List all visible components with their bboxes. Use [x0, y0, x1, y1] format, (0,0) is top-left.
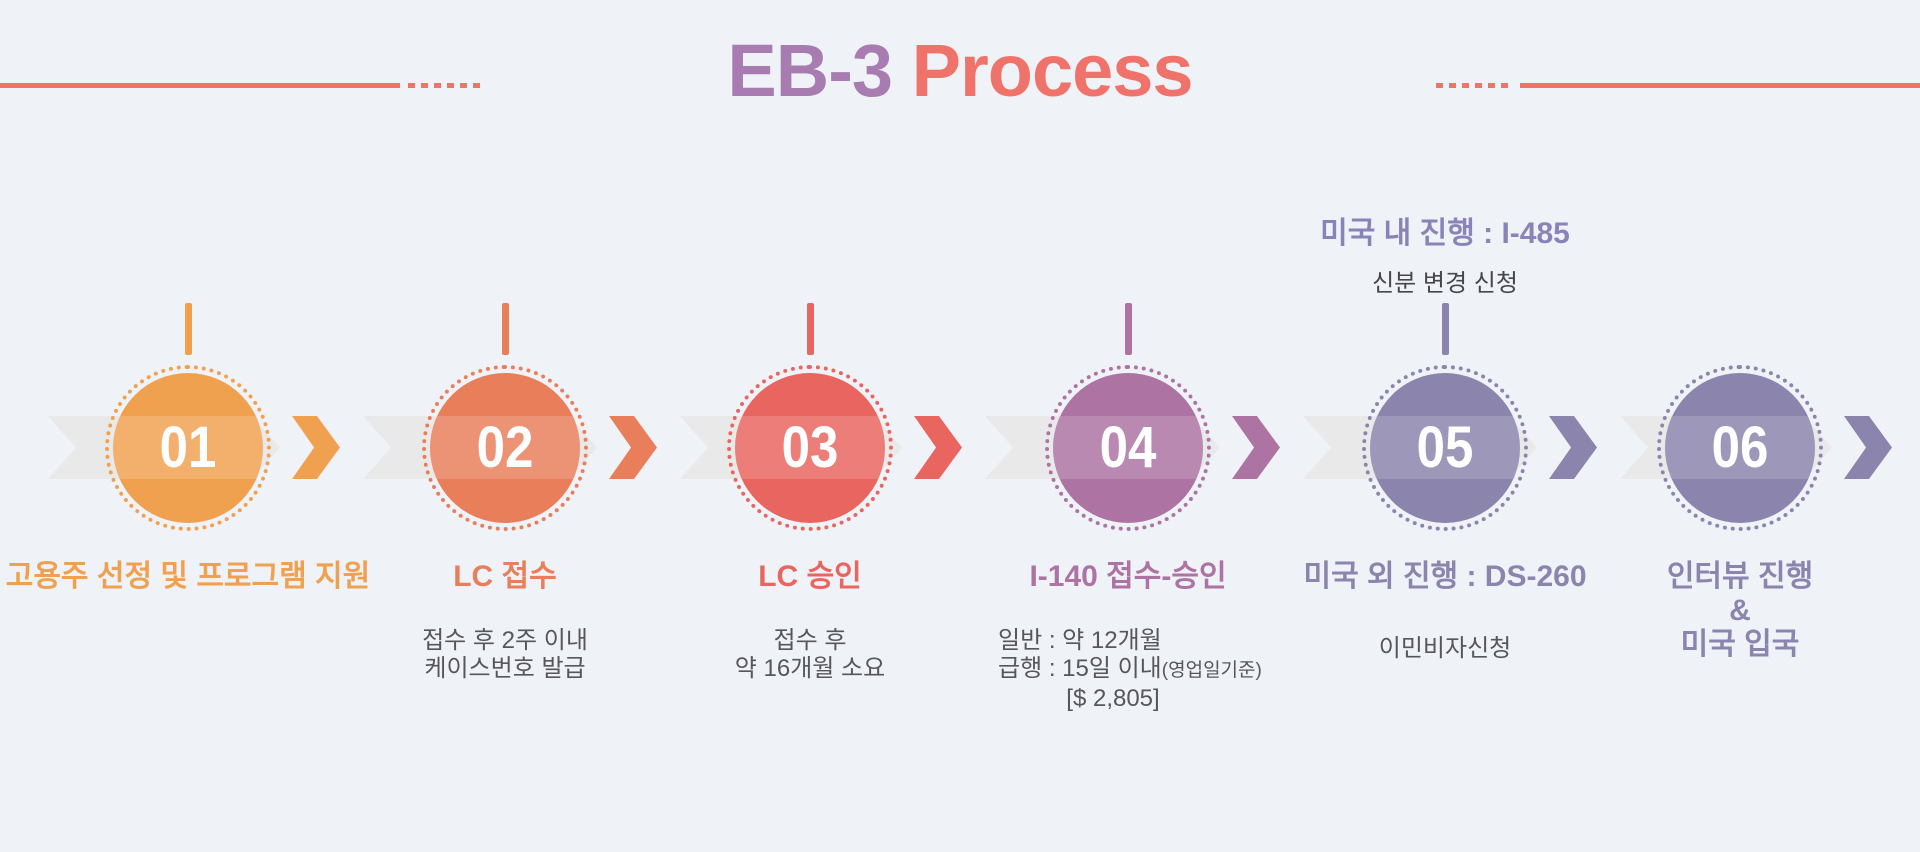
step-subtext-line: 급행 : 15일 이내(영업일기준) [998, 655, 1262, 682]
step-subtext: 접수 후 2주 이내 케이스번호 발급 [255, 627, 755, 683]
step-circle: 01 [113, 373, 263, 523]
step-circle-stripe [430, 416, 580, 479]
step-label: 미국 외 진행 : DS-260 [1303, 560, 1587, 593]
step-circle-ring [1045, 365, 1211, 531]
step-number: 04 [1099, 415, 1157, 480]
step-circle-stripe [1053, 416, 1203, 479]
step-subtext-line: 일반 : 약 12개월 [998, 627, 1162, 654]
step-circle: 06 [1665, 373, 1815, 523]
step-number: 05 [1416, 415, 1474, 480]
chevron-arrow-icon [292, 416, 340, 479]
chevron-arrow-icon [914, 416, 962, 479]
title-process: Process [911, 29, 1194, 112]
step-circle-ring [1657, 365, 1823, 531]
step-circle: 03 [735, 373, 885, 523]
step-annotation-subtitle: 신분 변경 신청 [1372, 270, 1518, 297]
step-circle: 05 [1370, 373, 1520, 523]
step-subtext-line: 약 16개월 소요 [734, 655, 886, 682]
step-circle-stripe [1665, 416, 1815, 479]
step-subtext: 일반 : 약 12개월 급행 : 15일 이내(영업일기준) [$ 2,805] [998, 627, 1268, 713]
step-circle: 02 [430, 373, 580, 523]
step-circle-stripe [1370, 416, 1520, 479]
step-number: 01 [159, 415, 217, 480]
step-label-line: & [1729, 594, 1751, 627]
step-subtext: 접수 후 약 16개월 소요 [560, 627, 1060, 683]
step-subtext-line: 이민비자신청 [1378, 635, 1512, 662]
step-label: 인터뷰 진행 & 미국 입국 [1490, 560, 1920, 662]
chevron-arrow-icon [1232, 416, 1280, 479]
step-circle-ring [422, 365, 588, 531]
decor-line-right [1520, 83, 1920, 88]
step-tick [1124, 303, 1132, 355]
step-annotation-title: 미국 내 진행 : I-485 [1320, 217, 1570, 250]
step-circle-stripe [113, 416, 263, 479]
step-circle-stripe [735, 416, 885, 479]
step-circle-ring [105, 365, 271, 531]
step-subtext-line: 케이스번호 발급 [424, 655, 586, 682]
step-fee: [$ 2,805] [1066, 685, 1160, 712]
step-label: I-140 접수-승인 [1029, 560, 1227, 593]
step-label: LC 승인 [758, 560, 862, 593]
step-subtext: 이민비자신청 [1195, 635, 1695, 663]
step-tick [184, 303, 192, 355]
step-circle-ring [1362, 365, 1528, 531]
step-label-line: 미국 입국 [1680, 628, 1800, 661]
step-label: LC 접수 [453, 560, 557, 593]
step-number: 02 [476, 415, 534, 480]
step-subtext-small: (영업일기준) [1161, 660, 1262, 681]
page-title: EB-3 Process [0, 34, 1920, 108]
step-label: 고용주 선정 및 프로그램 지원 [5, 560, 371, 593]
step-number: 06 [1711, 415, 1769, 480]
step-tick [501, 303, 509, 355]
chevron-arrow-icon [1844, 416, 1892, 479]
step-number: 03 [781, 415, 839, 480]
decor-line-left [0, 83, 400, 88]
step-subtext-line: 접수 후 2주 이내 [422, 627, 588, 654]
step-label-line: 인터뷰 진행 [1666, 560, 1814, 593]
chevron-arrow-icon [1549, 416, 1597, 479]
step-tick [1441, 303, 1449, 355]
title-eb3: EB-3 [727, 29, 893, 112]
decor-dots-right [1436, 83, 1514, 88]
step-tick [806, 303, 814, 355]
step-circle-ring [727, 365, 893, 531]
step-circle: 04 [1053, 373, 1203, 523]
decor-dots-left [408, 83, 486, 88]
step-subtext-line: 접수 후 [773, 627, 847, 654]
chevron-arrow-icon [609, 416, 657, 479]
